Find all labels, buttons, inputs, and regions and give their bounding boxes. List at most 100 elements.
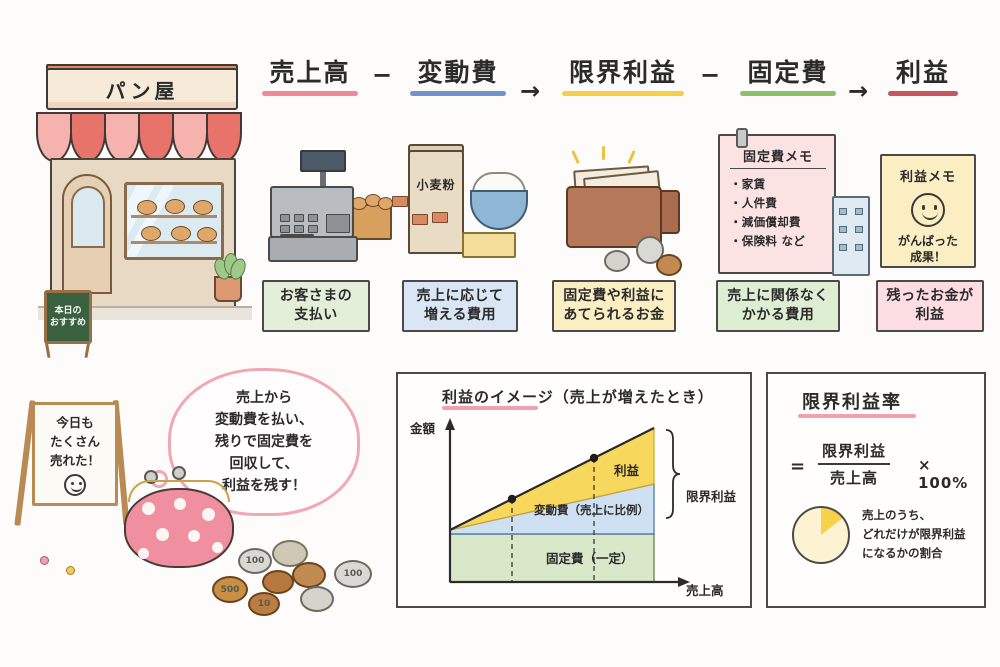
formula-underline (410, 91, 506, 96)
caption-line: かかる費用 (741, 307, 815, 323)
bubble-line: 利益を残す！ (222, 478, 306, 494)
caption-line: 増える費用 (423, 307, 497, 323)
caption-line: お客さまの (279, 288, 353, 304)
awning-icon (36, 112, 250, 164)
smiley-face-icon (911, 193, 945, 227)
easel-line: たくさん (49, 433, 100, 449)
wallet-illustration (560, 146, 690, 276)
potted-plant-icon (211, 253, 249, 302)
shop-window (124, 182, 224, 260)
coin-icon: 100 (238, 548, 272, 574)
ratio-title: 限界利益率 (802, 392, 902, 413)
caption-line: あてられるお金 (563, 307, 665, 323)
speech-bubble: 売上から 変動費を払い、 残りで固定費を 回収して、 利益を残す！ (168, 368, 360, 516)
memo-bottom-line: がんばった (897, 234, 958, 248)
list-item: ・家賃 (730, 177, 766, 191)
formula-underline (562, 91, 684, 96)
chart-bracket (665, 429, 681, 519)
bubble-line: 残りで固定費を (215, 434, 313, 450)
register-body (270, 186, 354, 252)
chart-svg (445, 418, 690, 587)
formula-term-variable-cost: 変動費 (410, 58, 506, 96)
ratio-note-line: 売上のうち、 (862, 508, 931, 522)
paper-clip-icon (736, 128, 748, 148)
butter-icon (462, 232, 516, 258)
caption-line: 利益 (915, 307, 945, 323)
flour-bag-icon: 小麦粉 (408, 150, 464, 254)
memo-title: 固定費メモ (730, 146, 826, 169)
chart-label-profit: 利益 (614, 463, 640, 478)
coin-icon: 10 (248, 592, 280, 616)
chalkboard-line: 本日の (54, 306, 82, 316)
chart-label-fixed-cost: 固定費（一定） (546, 551, 634, 566)
caption-customer-payment: お客さまの 支払い (262, 280, 370, 332)
caption-line: 支払い (294, 307, 338, 323)
shop-signboard: パン屋 (46, 68, 238, 110)
ratio-title-underline (798, 414, 916, 418)
ratio-multiplier: × 100% (918, 456, 969, 492)
easel-sign: 今日も たくさん 売れた！ (14, 396, 132, 527)
bubble-line: 売上から (236, 390, 292, 406)
formula-term-label: 売上高 (269, 58, 351, 87)
chart-data-point (589, 453, 599, 463)
list-item: ・保険料 など (730, 234, 806, 248)
formula-term-label: 限界利益 (568, 58, 677, 87)
shop-facade (50, 158, 236, 308)
caption-line: 売上に関係なく (727, 288, 829, 304)
ratio-fraction: 限界利益 売上高 (818, 438, 891, 490)
ratio-note: 売上のうち、 どれだけが限界利益 になるかの割合 (862, 506, 966, 563)
chalkboard-sign: 本日の おすすめ (40, 288, 96, 359)
caption-line: 固定費や利益に (563, 288, 665, 304)
caption-fixed-cost: 売上に関係なく かかる費用 (716, 280, 840, 332)
memo-title: 利益メモ (899, 170, 956, 185)
fraction-bar (818, 463, 891, 465)
flower-icon (40, 556, 49, 565)
chart-title-underline (442, 406, 538, 410)
chart-y-axis-arrow (445, 418, 455, 430)
brick-icon (412, 214, 428, 225)
chart-bracket-label: 限界利益 (686, 489, 737, 504)
formula-arrow-icon: → (520, 77, 541, 105)
chart-data-point (507, 494, 517, 504)
profit-memo: 利益メモ がんばった 成果！ (880, 154, 976, 268)
ratio-note-line: になるかの割合 (862, 546, 943, 560)
formula-term-label: 固定費 (747, 58, 829, 87)
chart-x-axis-arrow (678, 577, 690, 587)
mixing-bowl-icon (470, 190, 528, 230)
coin-icon (292, 562, 326, 588)
formula-term-fixed-cost: 固定費 (740, 58, 836, 96)
formula-arrow-icon: → (848, 77, 869, 105)
register-pole (320, 172, 326, 188)
formula-term-label: 利益 (895, 58, 950, 87)
chart-label-variable-cost: 変動費（売上に比例） (534, 503, 649, 517)
list-item: ・人件費 (730, 196, 778, 210)
ratio-note-line: どれだけが限界利益 (862, 527, 966, 541)
coin-icon: 100 (334, 560, 372, 588)
formula-underline (740, 91, 836, 96)
caption-variable-cost: 売上に応じて 増える費用 (402, 280, 518, 332)
flower-icon (66, 566, 75, 575)
chart-total-sales-line (449, 427, 655, 531)
formula-underline (262, 91, 358, 96)
bakery-illustration: パン屋 (28, 60, 268, 359)
shop-door (62, 174, 112, 294)
formula-term-profit: 利益 (888, 58, 958, 96)
register-display (300, 150, 346, 172)
formula-operator-minus: − (700, 61, 721, 89)
fraction-denominator: 売上高 (830, 469, 879, 487)
chart-x-axis-label: 売上高 (686, 583, 724, 598)
fixed-cost-memo: 固定費メモ ・家賃 ・人件費 ・減価償却費 ・保険料 など (718, 128, 836, 274)
formula-underline (888, 91, 958, 96)
formula-operator-minus: − (372, 61, 393, 89)
coin-icon (604, 250, 630, 272)
caption-line: 売上に応じて (416, 288, 504, 304)
marginal-profit-ratio-panel: 限界利益率 = 限界利益 売上高 × 100% 売上のうち、 どれだけが限界利益… (766, 372, 986, 608)
brick-icon (432, 212, 448, 223)
list-item: ・減価償却費 (730, 215, 801, 229)
ratio-equals-sign: = (790, 456, 806, 477)
chalkboard-face: 本日の おすすめ (44, 290, 92, 344)
formula-term-label: 変動費 (417, 58, 499, 87)
coin-icon (262, 570, 294, 594)
purse-body (124, 488, 234, 568)
coin-icon (300, 586, 334, 612)
